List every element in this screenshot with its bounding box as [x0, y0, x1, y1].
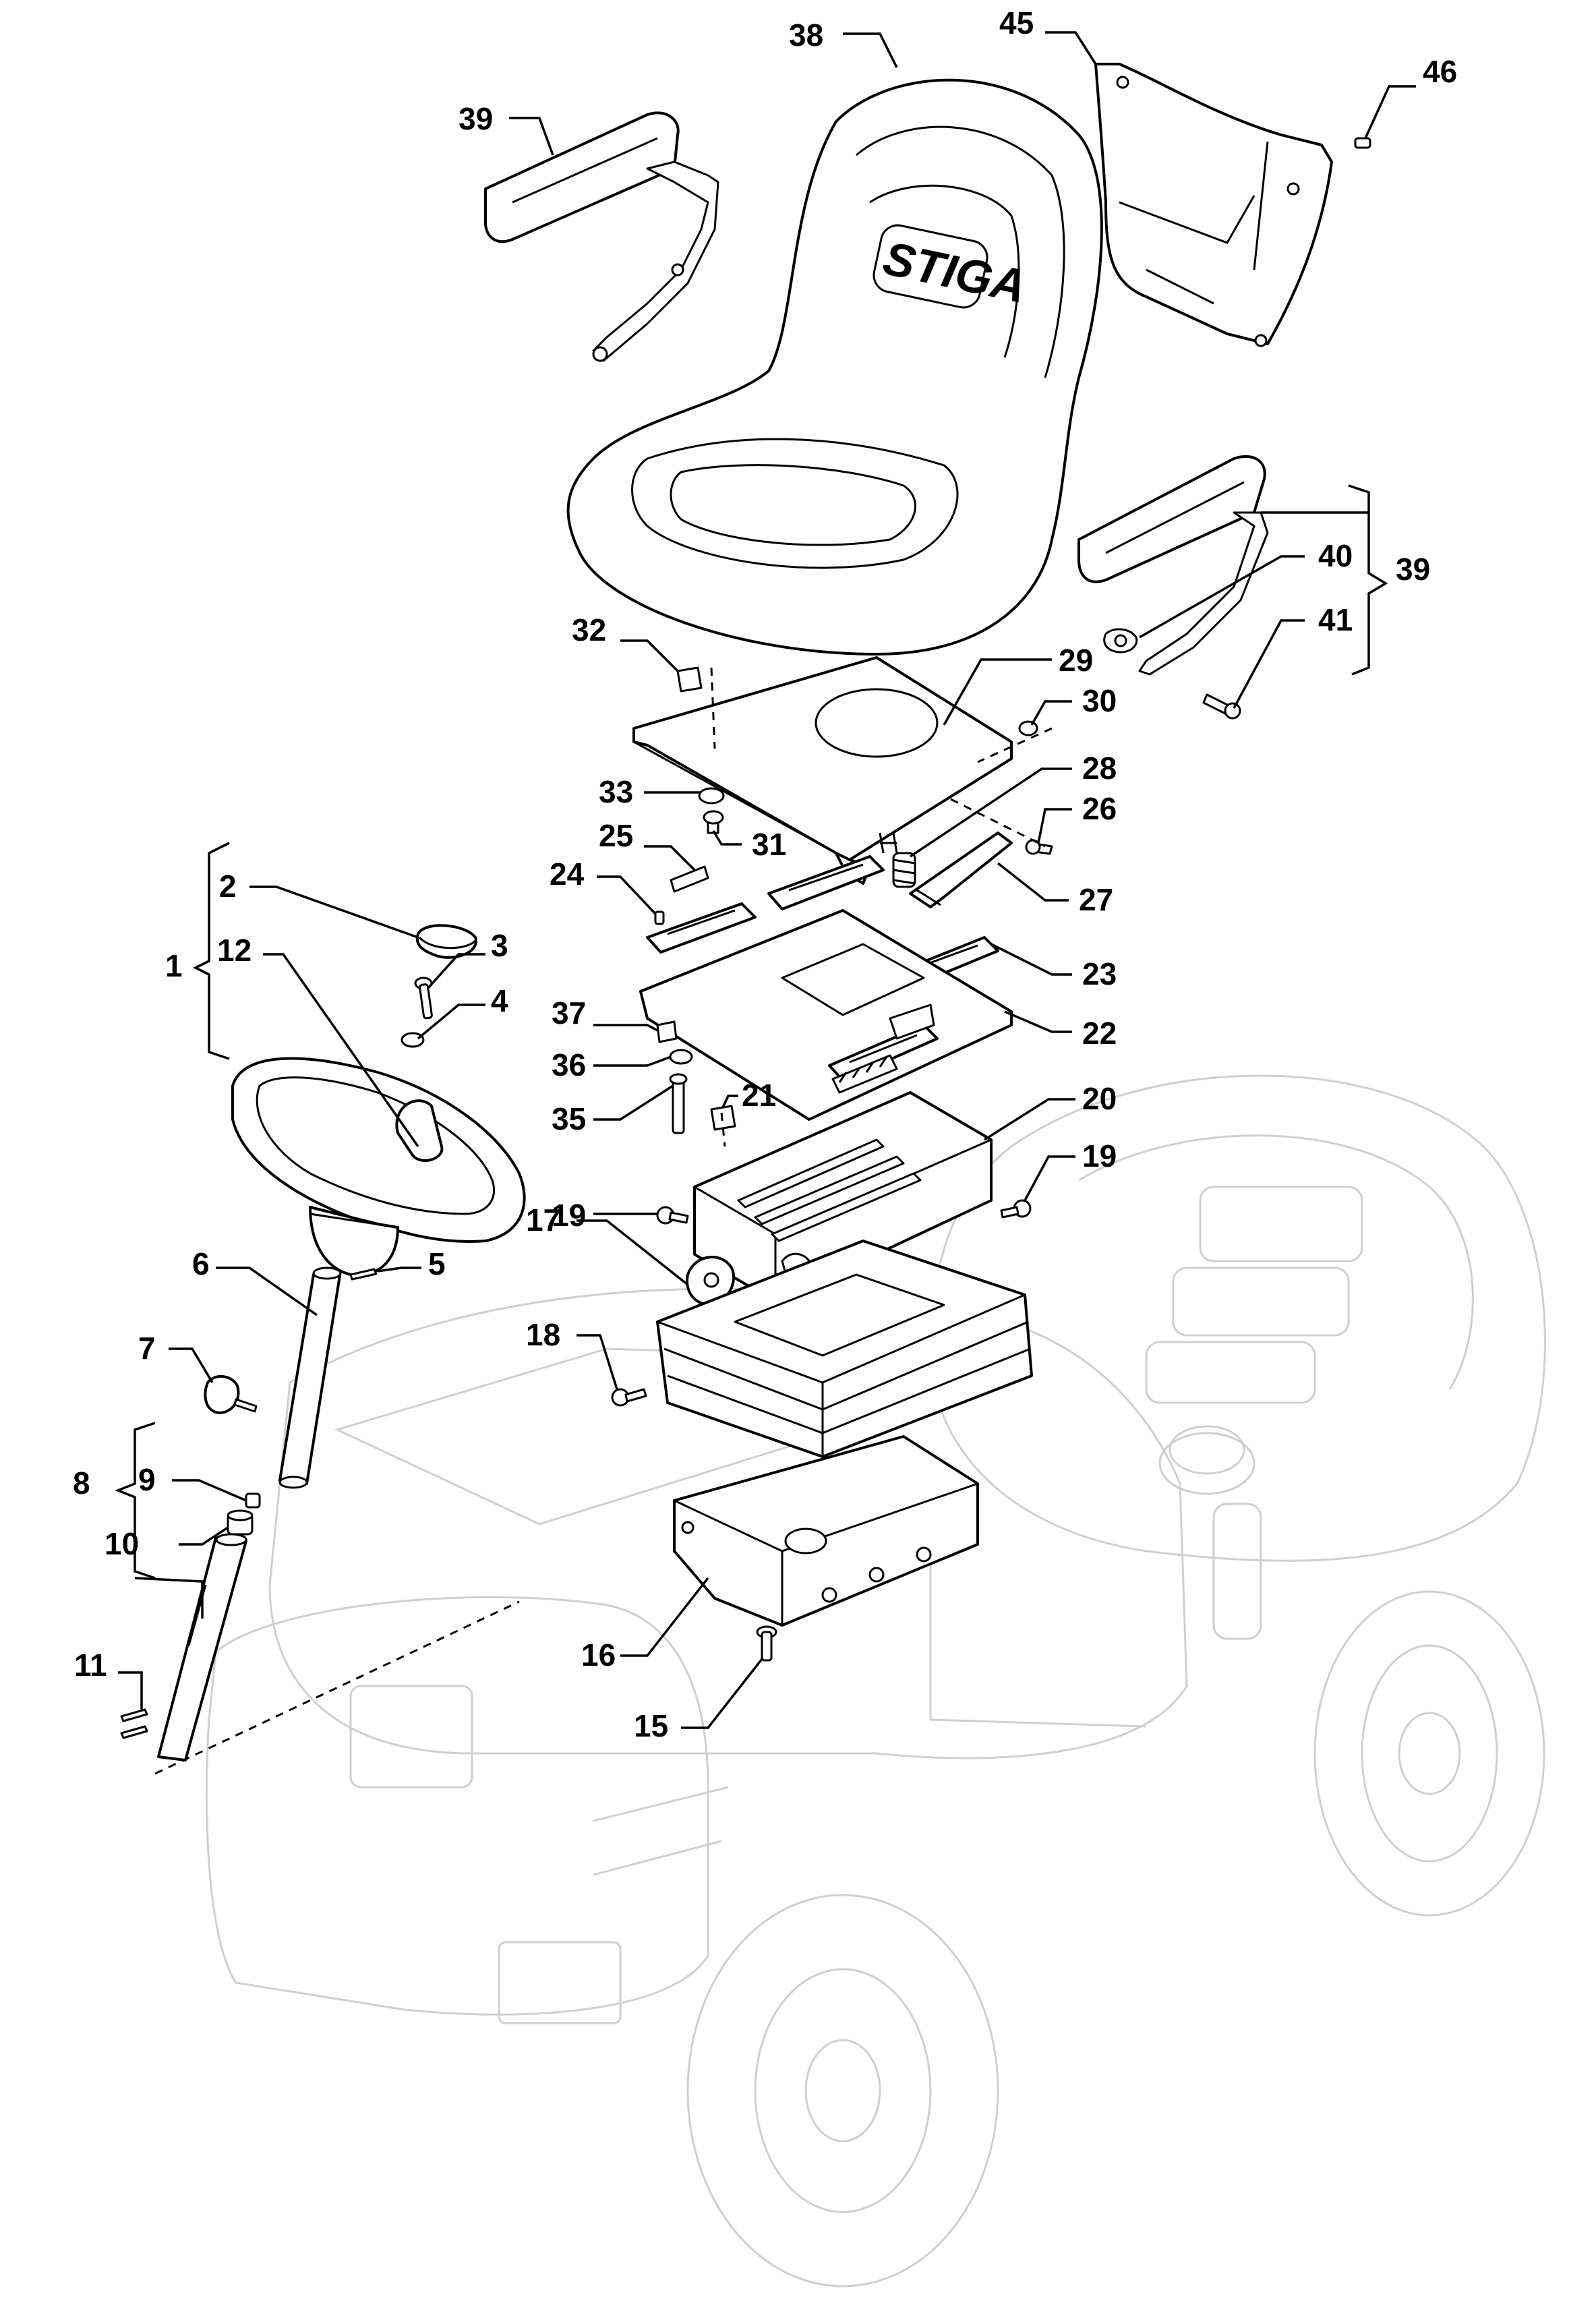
callout-27: 27 — [1079, 882, 1113, 917]
screw-18 — [611, 1388, 647, 1407]
callout-40-label: 40 — [1318, 538, 1353, 573]
callout-33: 33 — [599, 774, 633, 809]
callout-26: 26 — [1082, 791, 1117, 826]
bracket-25 — [670, 865, 709, 893]
lever-27 — [909, 832, 1013, 908]
leader-lines — [115, 31, 1416, 1729]
callout-7: 7 — [138, 1331, 156, 1366]
callout-36: 36 — [552, 1047, 586, 1082]
callout-18: 18 — [526, 1317, 560, 1352]
alignment-lines — [154, 667, 1053, 1775]
tractor-body-ghost — [205, 1074, 1546, 2288]
steering-column-6 — [278, 1267, 342, 1489]
callout-25: 25 — [599, 818, 633, 853]
callout-31: 31 — [752, 827, 786, 862]
armrest-right — [1077, 455, 1269, 676]
callout-24: 24 — [550, 856, 585, 892]
center-cap-2 — [415, 924, 477, 959]
screw-41 — [1202, 693, 1241, 720]
suspension-bellows — [656, 1240, 1033, 1458]
callout-32-label: 32 — [572, 612, 606, 647]
screw-46 — [1354, 137, 1371, 149]
callout-38: 38 — [789, 18, 823, 53]
callout-5: 5 — [428, 1246, 446, 1281]
callout-35: 35 — [552, 1101, 586, 1136]
callout-30: 30 — [1082, 683, 1117, 718]
bushing-10 — [227, 1509, 254, 1536]
seat-storage-bin — [1094, 63, 1333, 347]
rail-upper — [767, 855, 885, 910]
rail-left — [646, 902, 757, 954]
washer-33 — [698, 787, 725, 805]
callout-22: 22 — [1082, 1016, 1117, 1051]
callout-3: 3 — [491, 928, 508, 963]
spacer-9 — [245, 1492, 261, 1509]
callout-11: 11 — [74, 1648, 107, 1683]
nut-32 — [676, 666, 703, 693]
callout-39-right: 39 — [1396, 552, 1430, 587]
callout-16: 16 — [581, 1637, 616, 1672]
screw-3 — [414, 977, 433, 1020]
callout-21: 21 — [742, 1078, 776, 1113]
callout-28: 28 — [1082, 751, 1117, 786]
washer-36 — [669, 1049, 693, 1065]
clip-40 — [1103, 628, 1138, 653]
callout-23: 23 — [1082, 956, 1117, 991]
armrest-left — [484, 111, 719, 362]
callout-4: 4 — [491, 983, 508, 1018]
callout-46: 46 — [1423, 54, 1457, 89]
pin-5 — [349, 1268, 378, 1281]
callout-17: 17 — [526, 1202, 560, 1238]
callout-41-label: 41 — [1318, 602, 1353, 637]
slide-plate-22 — [639, 909, 1013, 1121]
callout-2: 2 — [219, 869, 237, 904]
callout-39-left: 39 — [459, 101, 493, 136]
nut-37 — [656, 1020, 678, 1043]
pin-24 — [654, 910, 665, 925]
seat-plate — [632, 656, 1013, 885]
callout-29: 29 — [1059, 643, 1093, 678]
callout-9: 9 — [138, 1462, 156, 1497]
seat-bracket-16 — [673, 1435, 979, 1627]
seat: STIGA — [566, 78, 1103, 656]
screw-15 — [756, 1625, 777, 1662]
steering-wheel — [231, 1057, 526, 1277]
callout-8: 8 — [73, 1465, 90, 1501]
callout-12: 12 — [217, 933, 252, 968]
screw-19-right — [1000, 1199, 1032, 1219]
screw-35 — [669, 1073, 688, 1134]
spring-28 — [892, 852, 916, 888]
callout-6: 6 — [192, 1246, 210, 1281]
washer-30 — [1018, 720, 1038, 736]
nut-21 — [710, 1105, 736, 1131]
callout-labels: 38 45 46 39 39 45 40 41 41 37 32 29 30 2… — [73, 5, 1457, 1743]
callout-45: 45 — [999, 5, 1034, 40]
lower-shaft-11 — [120, 1533, 247, 1762]
washer-4 — [401, 1032, 425, 1048]
screw-19-left — [656, 1206, 689, 1225]
callout-37: 37 — [552, 995, 586, 1030]
callout-20: 20 — [1082, 1081, 1117, 1116]
callout-19-right: 19 — [1082, 1138, 1117, 1173]
screw-31 — [703, 810, 724, 834]
callout-10: 10 — [105, 1526, 139, 1561]
callout-15: 15 — [634, 1708, 668, 1743]
suspension-frame-20 — [693, 1054, 993, 1303]
callout-19-left: 19 — [552, 1198, 586, 1233]
knob-7 — [204, 1375, 258, 1414]
callout-1: 1 — [165, 948, 183, 983]
